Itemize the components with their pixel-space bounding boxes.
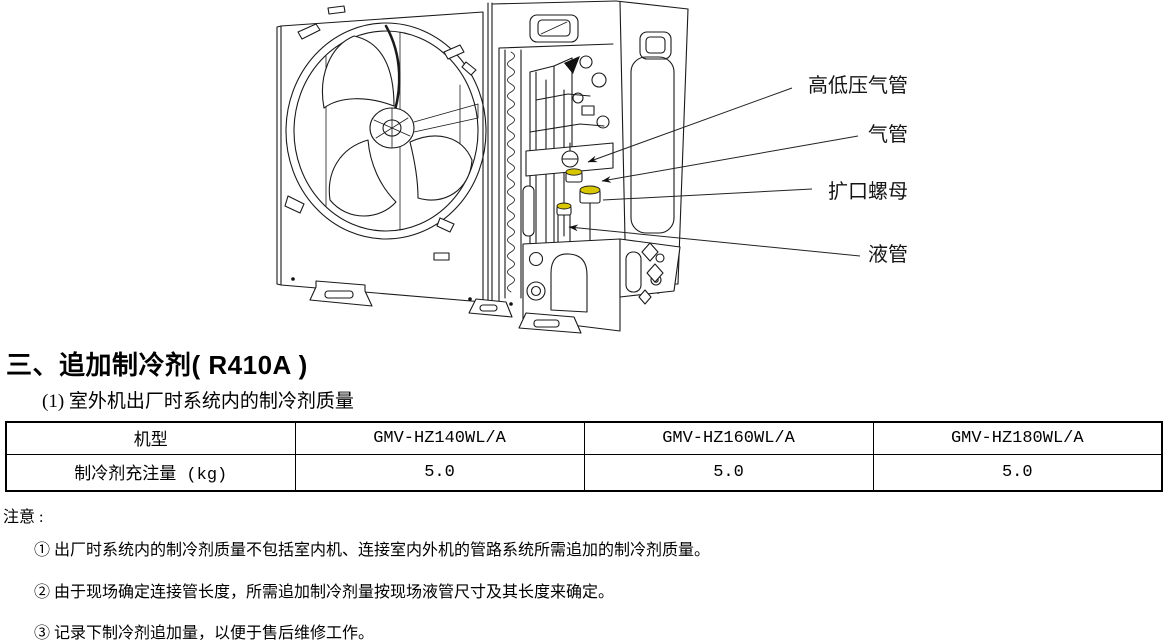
label-high-low-pressure-gas-pipe: 高低压气管 — [808, 74, 908, 97]
pipe-outlet-box — [522, 238, 681, 332]
table-header-model: 机型 — [5, 421, 296, 455]
side-panel-cutout — [630, 56, 675, 234]
table-header-model-2: GMV-HZ160WL/A — [583, 421, 874, 455]
flare-nut-highlight-2 — [579, 185, 601, 195]
notes-title: 注意 : — [3, 509, 44, 526]
note-item-1: ① 出厂时系统内的制冷剂质量不包括室内机、连接室内外机的管路系统所需追加的制冷剂… — [34, 542, 711, 559]
table-cell-charge-2: 5.0 — [583, 453, 874, 492]
panel-clips — [284, 5, 477, 261]
front-panel — [276, 5, 660, 313]
table-header-model-1: GMV-HZ140WL/A — [294, 421, 585, 455]
diamond-knockout — [641, 242, 659, 262]
flare-nut-highlight-1 — [565, 168, 583, 176]
top-handle-cutout — [529, 14, 579, 43]
fan-grille-ring-inner — [293, 30, 479, 232]
table-cell-charge-label: 制冷剂充注量 (kg) — [5, 453, 296, 492]
fan-blades — [321, 24, 479, 217]
note-item-2: ② 由于现场确定连接管长度，所需追加制冷剂量按现场液管尺寸及其长度来确定。 — [34, 584, 615, 601]
label-liquid-pipe: 液管 — [868, 243, 908, 266]
label-flare-nut: 扩口螺母 — [828, 180, 908, 203]
outdoor-unit-diagram: 高低压气管 气管 扩口螺母 液管 — [276, 0, 908, 334]
diamond-knockout — [646, 263, 664, 283]
diamond-knockout — [638, 289, 652, 305]
accumulator — [522, 185, 535, 237]
flare-nut-highlight-3 — [556, 202, 572, 210]
flow-arrow — [564, 56, 580, 74]
leader-line-flare-nut — [602, 188, 813, 201]
refrigerant-charge-table: 机型 GMV-HZ140WL/A GMV-HZ160WL/A GMV-HZ180… — [5, 421, 1163, 492]
arch-knockout — [550, 253, 588, 313]
table-row: 制冷剂充注量 (kg) 5.0 5.0 5.0 — [5, 453, 1163, 492]
label-gas-pipe: 气管 — [868, 123, 908, 146]
heat-exchanger-fins — [504, 49, 522, 299]
leader-line-high-low-pressure-gas-pipe — [587, 87, 793, 163]
table-header-row: 机型 GMV-HZ140WL/A GMV-HZ160WL/A GMV-HZ180… — [5, 421, 1163, 455]
mounting-feet — [309, 280, 582, 334]
table-header-model-3: GMV-HZ180WL/A — [872, 421, 1163, 455]
section-heading: 三、追加制冷剂( R410A ) — [6, 350, 308, 380]
section-subheading: (1) 室外机出厂时系统内的制冷剂质量 — [42, 391, 354, 412]
leader-line-liquid-pipe — [568, 224, 861, 257]
fan-grille-ring-outer — [285, 22, 487, 240]
table-cell-charge-3: 5.0 — [872, 453, 1163, 492]
table-cell-charge-1: 5.0 — [294, 453, 585, 492]
leader-line-gas-pipe — [601, 135, 859, 183]
piping-compartment — [487, 0, 689, 306]
note-item-3: ③ 记录下制冷剂追加量，以便于售后维修工作。 — [34, 625, 375, 642]
side-handle-cutout — [639, 31, 672, 60]
refrigerant-pipes — [522, 55, 614, 293]
